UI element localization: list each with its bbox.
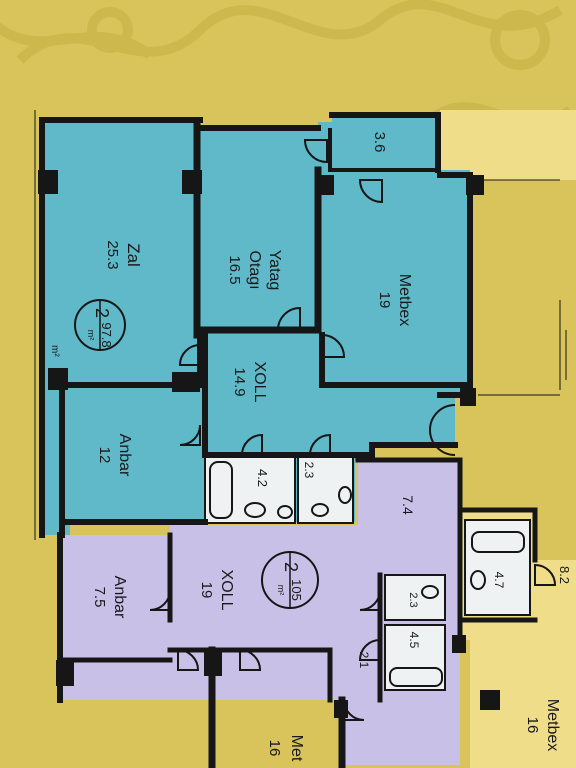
anbar-1-area: 12: [96, 447, 113, 464]
bath-2-area: 4.5: [407, 632, 421, 649]
bathrooms: [204, 454, 531, 691]
metbex-2-name: Met: [288, 735, 305, 762]
bath-3-area: 4.7: [492, 572, 506, 589]
apartment-1-labels: Zal 25.3 Yatag Otagı 16.5 3.6 Metbex 19 …: [49, 132, 413, 487]
apartment-1-unit: m²: [86, 330, 96, 341]
apartment-2-unit: m²: [276, 585, 286, 596]
background-ornament: [0, 0, 574, 128]
xoll-1-area: 14.9: [231, 367, 248, 396]
yatag-area: 16.5: [226, 255, 243, 284]
edge-mark: m²: [49, 345, 60, 357]
xoll-1-name: XOLL: [251, 362, 268, 403]
zal-name: Zal: [124, 243, 143, 267]
metbex-1-name: Metbex: [396, 274, 413, 326]
apartment-2-labels: 7.4 Anbar 7.5 XOLL 19 2.3 4.5 2.1 Met 16…: [91, 495, 421, 762]
balcony-area: 3.6: [371, 132, 388, 153]
wc-1-area: 2.3: [302, 462, 316, 479]
apartment-2: [60, 460, 460, 765]
anbar-2-name: Anbar: [111, 576, 128, 619]
metbex-2-area: 16: [266, 740, 283, 757]
apartment-3-labels: 4.7 8.2 Metbex 16: [492, 566, 572, 751]
yatag-name-1: Yatag: [266, 250, 283, 291]
apartment-1-badge: 2 97.8 m²: [74, 299, 126, 351]
apartment-1: [42, 115, 470, 535]
edge-lines: [34, 110, 567, 540]
wc-2-area: 2.3: [407, 592, 419, 607]
hall-3-area: 8.2: [557, 566, 572, 584]
small-2-area: 2.1: [357, 652, 371, 669]
hall-2-area: 7.4: [400, 495, 416, 515]
apartment-1-total: 97.8: [99, 322, 114, 347]
fixtures: [209, 461, 525, 687]
metbex-3-name: Metbex: [544, 699, 561, 751]
apartment-2-number: 2: [281, 562, 301, 572]
zal-area: 25.3: [104, 240, 121, 269]
apartment-2-total: 105: [289, 579, 304, 601]
metbex-1-area: 19: [376, 292, 393, 309]
xoll-2-area: 19: [198, 582, 215, 599]
pillars: [38, 170, 500, 718]
metbex-3-area: 16: [524, 717, 541, 734]
yatag-name-2: Otagı: [246, 250, 263, 289]
anbar-2-area: 7.5: [91, 587, 108, 608]
anbar-1-name: Anbar: [116, 434, 133, 477]
apartment-1-number: 2: [92, 308, 112, 318]
apartment-2-badge: 2 105 m²: [261, 551, 319, 609]
bath-1-area: 4.2: [255, 469, 270, 487]
door-swings: [149, 139, 557, 721]
xoll-2-name: XOLL: [218, 570, 235, 611]
apartment-3-right-room: [440, 110, 576, 180]
